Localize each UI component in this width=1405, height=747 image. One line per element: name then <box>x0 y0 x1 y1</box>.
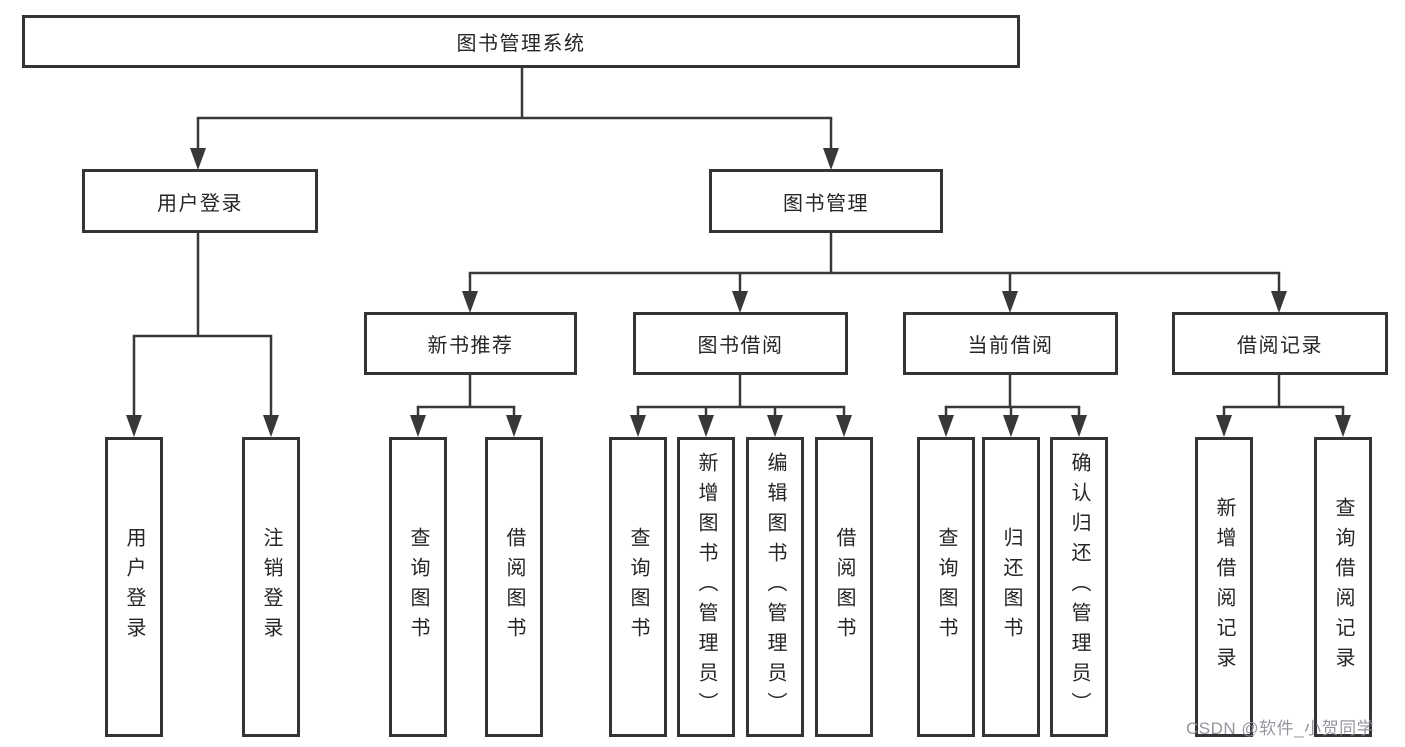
connector-root-branch <box>190 68 839 170</box>
node-borrow-records: 借阅记录 <box>1172 312 1388 375</box>
node-label: 借阅图书 <box>503 527 525 647</box>
node-label: 用户登录 <box>123 527 145 647</box>
leaf-query-books-current: 查询图书 <box>917 437 975 737</box>
node-label: 新增借阅记录 <box>1213 497 1235 677</box>
node-label: 图书借阅 <box>697 335 784 357</box>
leaf-logout: 注销登录 <box>242 437 300 737</box>
node-label: 确认归还（管理员） <box>1068 452 1090 722</box>
connector-current-borrow-branch <box>938 374 1087 437</box>
node-label: 当前借阅 <box>967 335 1054 357</box>
node-new-book-recommend: 新书推荐 <box>364 312 577 375</box>
leaf-borrow-books-recommend: 借阅图书 <box>485 437 543 737</box>
leaf-user-login: 用户登录 <box>105 437 163 737</box>
leaf-borrow-books: 借阅图书 <box>815 437 873 737</box>
connector-book-borrow-branch <box>630 374 852 437</box>
node-label: 图书管理 <box>783 192 869 215</box>
connector-user-login-branch <box>126 232 279 437</box>
node-library-system: 图书管理系统 <box>22 15 1020 68</box>
leaf-query-borrow-record: 查询借阅记录 <box>1314 437 1372 737</box>
node-label: 图书管理系统 <box>456 33 586 55</box>
node-label: 借阅图书 <box>833 527 855 647</box>
node-user-login: 用户登录 <box>82 169 318 233</box>
node-label: 查询图书 <box>935 527 957 647</box>
node-label: 查询图书 <box>407 527 429 647</box>
connector-new-book-branch <box>410 374 522 437</box>
connector-borrow-records-branch <box>1216 374 1351 437</box>
leaf-add-borrow-record: 新增借阅记录 <box>1195 437 1253 737</box>
node-label: 查询图书 <box>627 527 649 647</box>
csdn-watermark: CSDN @软件_小贺同学 <box>1186 719 1375 738</box>
node-label: 编辑图书（管理员） <box>764 452 786 722</box>
leaf-return-books: 归还图书 <box>982 437 1040 737</box>
node-book-borrow: 图书借阅 <box>633 312 848 375</box>
leaf-confirm-return-admin: 确认归还（管理员） <box>1050 437 1108 737</box>
node-current-borrow: 当前借阅 <box>903 312 1118 375</box>
connector-book-mgmt-branch <box>462 232 1287 313</box>
node-label: 新书推荐 <box>427 335 514 357</box>
node-label: 归还图书 <box>1000 527 1022 647</box>
node-label: 注销登录 <box>260 527 282 647</box>
node-label: 借阅记录 <box>1237 335 1323 357</box>
leaf-query-books-borrow: 查询图书 <box>609 437 667 737</box>
node-label: 用户登录 <box>157 192 243 215</box>
node-label: 新增图书（管理员） <box>695 452 717 722</box>
node-label: 查询借阅记录 <box>1332 497 1354 677</box>
node-book-management: 图书管理 <box>709 169 943 233</box>
leaf-edit-book-admin: 编辑图书（管理员） <box>746 437 804 737</box>
leaf-query-books-recommend: 查询图书 <box>389 437 447 737</box>
leaf-add-book-admin: 新增图书（管理员） <box>677 437 735 737</box>
